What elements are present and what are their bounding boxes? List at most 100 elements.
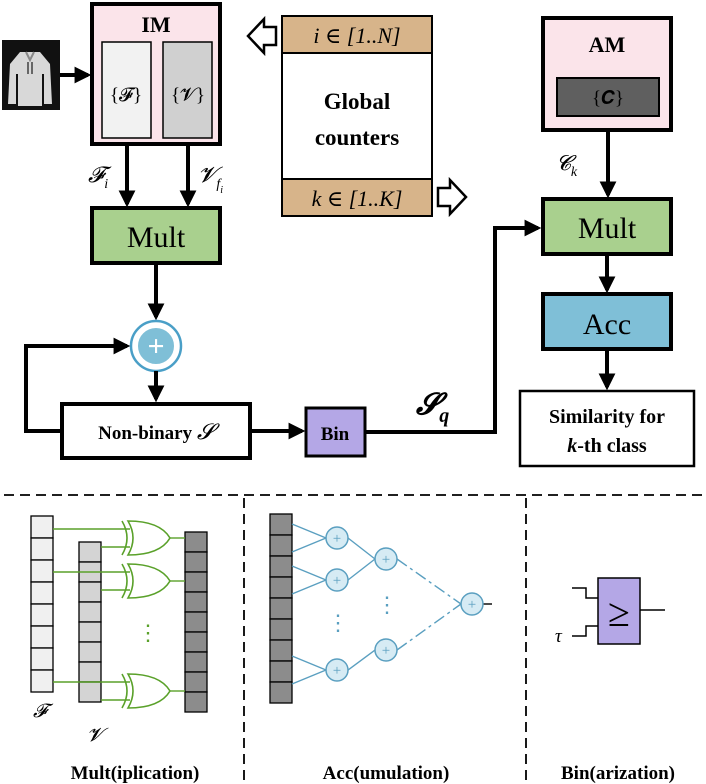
mult-out-cell xyxy=(184,651,208,673)
adder-plus: + xyxy=(468,597,476,613)
mult-v-cell xyxy=(78,661,102,683)
acc-in-cell xyxy=(269,639,293,662)
mult-right-box xyxy=(541,197,673,256)
acc-label: Acc xyxy=(583,308,631,341)
adder-plus: + xyxy=(333,573,341,589)
mult-out-cell xyxy=(184,611,208,633)
mult-v-label: 𝓥 xyxy=(87,725,109,746)
acc-wire-dashed xyxy=(396,558,462,605)
acc-input-wire xyxy=(291,565,327,581)
bin-label: Bin xyxy=(321,424,350,445)
im-v-column xyxy=(162,41,213,139)
acc-wire-dashed xyxy=(396,603,462,651)
mult-left-label: Mult xyxy=(127,221,186,254)
xor-gate xyxy=(126,520,171,556)
adder-plus: + xyxy=(333,531,341,547)
f-i-label: 𝓕i xyxy=(88,162,112,192)
counter-i-band xyxy=(281,15,433,54)
acc-in-cell xyxy=(269,513,293,536)
adder-plus: + xyxy=(382,643,390,659)
counter-i-range: i ∈ [1..N] xyxy=(313,23,400,48)
acc-in-cell xyxy=(269,576,293,599)
acc-in-cell xyxy=(269,555,293,578)
mult-output-register xyxy=(184,531,208,713)
xor-back-arc xyxy=(121,673,128,709)
acc-dots-left: ⋮ xyxy=(327,610,349,635)
acc-caption: Acc(umulation) xyxy=(323,763,450,784)
similarity-box xyxy=(518,389,696,468)
acc-input-wire xyxy=(291,523,327,539)
counters-label-line2: counters xyxy=(315,125,399,150)
acc-in-cell xyxy=(269,681,293,704)
mult-out-cell xyxy=(184,691,208,713)
c-k-label: 𝓒k xyxy=(556,151,578,180)
plus-symbol: + xyxy=(147,330,164,363)
im-f-column xyxy=(101,41,152,139)
xor-gates xyxy=(53,520,185,709)
mult-v-cell xyxy=(78,641,102,663)
mult-out-cell xyxy=(184,671,208,693)
mult-dots: ⋮ xyxy=(137,620,159,645)
acc-wire xyxy=(347,537,376,560)
mult-f-register xyxy=(30,515,54,693)
acc-input-register xyxy=(269,513,293,704)
mult-v-cell xyxy=(78,581,102,603)
xor-back-arc xyxy=(121,563,128,599)
mult-v-cell xyxy=(78,681,102,703)
bin-caption: Bin(arization) xyxy=(561,763,675,784)
acc-wire xyxy=(347,649,376,671)
acc-adders: ++++++ xyxy=(325,526,484,682)
similarity-line1: Similarity for xyxy=(549,406,665,428)
acc-box xyxy=(541,292,673,351)
im-f-set: {𝓕} xyxy=(110,85,142,106)
mult-out-cell xyxy=(184,571,208,593)
sq-to-mult-arrow xyxy=(365,219,542,434)
comparator-input-top xyxy=(572,587,598,599)
mult-f-cell xyxy=(30,625,54,649)
xor-gate xyxy=(126,673,171,709)
acc-wire xyxy=(347,558,376,581)
mult-detail: ⋮ 𝓕 𝓥 xyxy=(30,515,208,746)
am-c-set: {𝑪} xyxy=(592,88,624,109)
comparator-input-bottom xyxy=(572,625,598,637)
counter-k-range: k ∈ [1..K] xyxy=(312,186,403,211)
acc-input-wire xyxy=(291,537,327,553)
acc-adder-tree-wires xyxy=(291,523,492,685)
adder-circle xyxy=(374,638,398,662)
adder-circle xyxy=(460,592,484,616)
plus-circle xyxy=(136,326,176,366)
comparator-geq: ≥ xyxy=(608,590,630,635)
mult-right-label: Mult xyxy=(578,212,637,245)
acc-in-cell xyxy=(269,597,293,620)
acc-detail: ++++++ ⋮ ⋮ xyxy=(269,513,492,704)
mult-f-cell xyxy=(30,603,54,627)
mult-f-label: 𝓕 xyxy=(33,701,54,722)
mult-out-cell xyxy=(184,631,208,653)
acc-input-wire xyxy=(291,669,327,685)
xor-back-arc xyxy=(121,520,128,556)
acc-dots-right: ⋮ xyxy=(376,592,398,617)
tau-label: τ xyxy=(555,626,563,647)
counters-label-line1: Global xyxy=(324,89,390,114)
mult-left-box xyxy=(90,206,222,265)
mult-f-cell xyxy=(30,537,54,561)
mult-f-cell xyxy=(30,581,54,605)
v-fi-label: 𝓥fi xyxy=(198,162,223,196)
acc-in-cell xyxy=(269,618,293,641)
mult-v-cell xyxy=(78,621,102,643)
am-block: AM {𝑪} xyxy=(541,16,673,132)
adder-circle xyxy=(325,568,349,592)
acc-in-cell xyxy=(269,660,293,683)
xor-gate xyxy=(126,563,171,599)
mult-f-cell xyxy=(30,669,54,693)
adder-plus: + xyxy=(382,552,390,568)
mult-v-cell xyxy=(78,601,102,623)
similarity-line2: k-th class xyxy=(567,435,647,457)
mult-f-cell xyxy=(30,515,54,539)
im-title: IM xyxy=(141,12,171,37)
adder-circle xyxy=(374,547,398,571)
adder-circle xyxy=(325,658,349,682)
mult-out-cell xyxy=(184,531,208,553)
im-block: IM {𝓕} {𝓥} xyxy=(90,2,222,146)
